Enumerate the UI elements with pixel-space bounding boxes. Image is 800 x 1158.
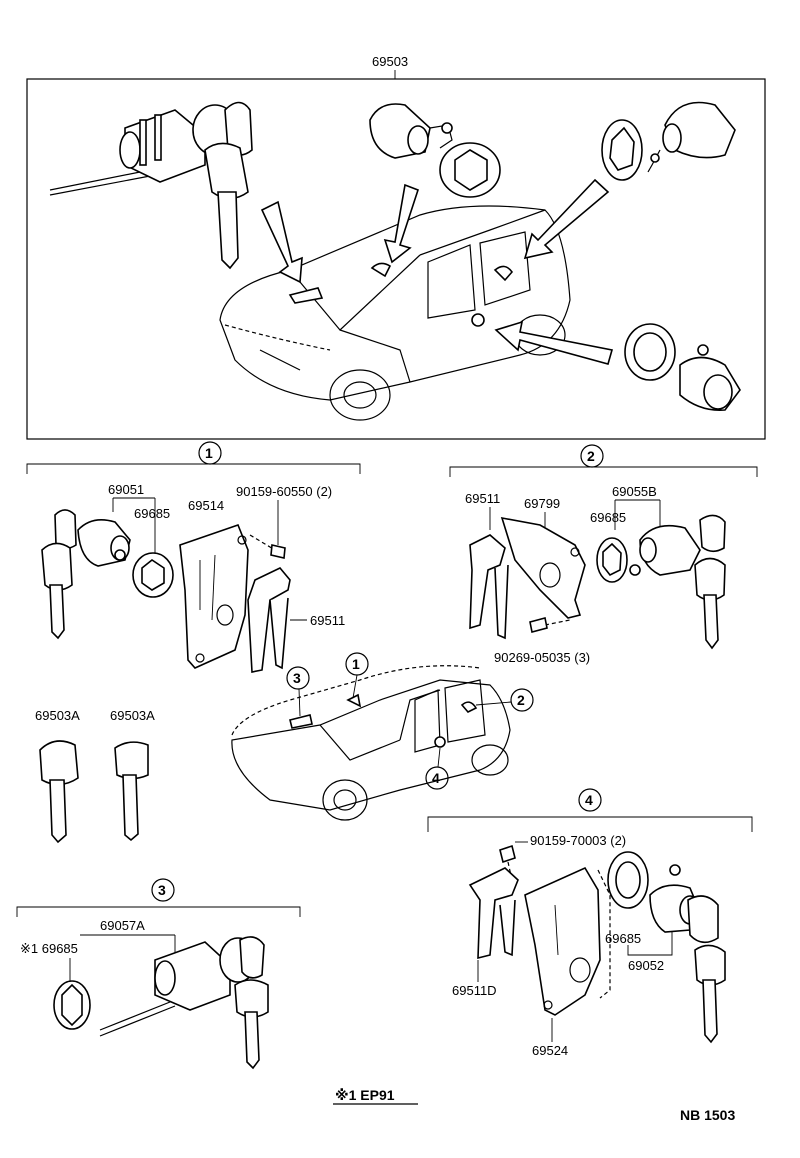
car-outline-icon — [231, 665, 511, 821]
callout-3: 3 — [293, 670, 301, 686]
link-rod-icon — [469, 534, 509, 640]
ignition-cylinder-icon — [99, 937, 257, 1037]
key-icon — [114, 741, 149, 842]
bezel-icon — [439, 142, 501, 198]
part-label-lock-cylinder: 69051 — [108, 482, 144, 497]
screw-icon — [249, 534, 286, 559]
callout-4: 4 — [432, 770, 440, 786]
car-callouts: 1 2 3 4 — [286, 652, 534, 790]
callout-1: 1 — [352, 656, 360, 672]
section-3-circle — [151, 878, 175, 902]
pointer-arrow-icon — [260, 200, 303, 284]
part-label-link: 69511 — [465, 491, 500, 506]
section-3-number: 3 — [158, 882, 166, 898]
pointer-arrow-icon — [523, 178, 610, 260]
bezel-icon — [607, 851, 649, 909]
part-label-bezel: 69685 — [590, 510, 626, 525]
key-icon — [204, 101, 253, 270]
pointer-arrow-icon — [383, 183, 419, 264]
bezel-icon — [132, 552, 174, 598]
section-2: 2 69511 69799 69055B 69685 90269-05035 (… — [449, 444, 758, 665]
part-label-screw: 90159-70003 (2) — [530, 833, 626, 848]
callout-2-circle — [510, 688, 534, 712]
link-rod-icon — [468, 867, 519, 960]
part-label-retainer: 69524 — [532, 1043, 568, 1058]
key-icon — [234, 936, 269, 1070]
section-1: 1 69051 69685 69514 90159-60550 (2) 6951… — [26, 441, 361, 673]
door-lock-cylinder-icon — [77, 519, 131, 567]
ignition-cylinder-icon — [49, 104, 238, 196]
callout-3-circle — [286, 666, 310, 690]
part-label-lock-cylinder: 69052 — [628, 958, 664, 973]
key-icon — [694, 514, 726, 650]
key-label-b: 69503A — [110, 708, 155, 723]
page-code: NB 1503 — [680, 1107, 735, 1123]
door-lock-cylinder-icon — [647, 101, 736, 173]
door-lock-cylinder-icon — [629, 524, 701, 576]
part-label-bezel: 69685 — [605, 931, 641, 946]
retainer-plate-icon — [524, 866, 611, 1016]
part-label-lock-cylinder: 69055B — [612, 484, 657, 499]
screw-icon — [529, 617, 571, 633]
part-label-lock-cylinder: 69057A — [100, 918, 145, 933]
link-rod-icon — [247, 567, 291, 673]
footer: ※1 EP91 NB 1503 — [333, 1087, 735, 1123]
section-4-number: 4 — [585, 792, 593, 808]
key-icon — [687, 895, 726, 1044]
key-label-a: 69503A — [35, 708, 80, 723]
section-3: 3 69057A ※1 69685 — [16, 878, 301, 1070]
footnote: ※1 EP91 — [335, 1087, 395, 1103]
keys: 69503A 69503A — [35, 708, 155, 844]
assembly-box: 69503 — [26, 54, 766, 440]
pointer-arrow-icon — [494, 320, 614, 365]
part-label-screw: 90159-60550 (2) — [236, 484, 332, 499]
part-label-screw: 90269-05035 (3) — [494, 650, 590, 665]
key-icon — [41, 509, 77, 640]
door-lock-cylinder-icon — [679, 344, 741, 412]
section-4: 4 90159-70003 (2) 69511D 69524 69685 690… — [427, 788, 753, 1058]
callout-4-circle — [425, 766, 449, 790]
section-2-number: 2 — [587, 448, 595, 464]
bezel-icon — [53, 980, 91, 1030]
bezel-icon — [601, 119, 643, 181]
section-4-circle — [578, 788, 602, 812]
bezel-icon — [596, 537, 628, 583]
retainer-plate-icon — [500, 516, 586, 619]
bezel-icon — [624, 323, 676, 381]
part-label-link: 69511D — [452, 983, 497, 998]
door-lock-cylinder-icon — [369, 103, 453, 159]
part-label-bezel: ※1 69685 — [20, 941, 78, 956]
part-label-retainer: 69514 — [188, 498, 224, 513]
retainer-plate-icon — [179, 523, 249, 669]
assembly-label: 69503 — [372, 54, 408, 69]
section-1-number: 1 — [205, 445, 213, 461]
part-label-retainer: 69799 — [524, 496, 560, 511]
part-label-bezel: 69685 — [134, 506, 170, 521]
assembly-frame — [26, 78, 766, 440]
key-icon — [39, 740, 79, 844]
part-label-link: 69511 — [310, 613, 345, 628]
callout-2: 2 — [517, 692, 525, 708]
